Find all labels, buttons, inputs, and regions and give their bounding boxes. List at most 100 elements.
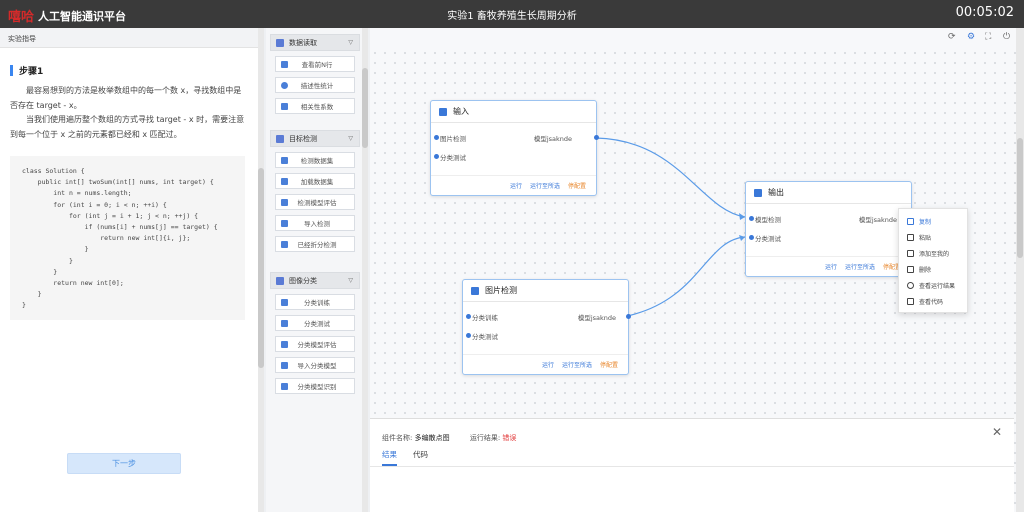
input-port[interactable] [466,333,471,338]
top-bar: 嘻哈 人工智能通识平台 实验1 畜牧养殖生长周期分析 00:05:02 [0,0,1024,28]
canvas-scroll-thumb[interactable] [1017,138,1023,258]
brand-logo: 嘻哈 [8,10,35,25]
output-port[interactable] [594,135,599,140]
node-icon [471,286,479,295]
port-label: 分类测试 [755,235,781,243]
timer: 00:05:02 [955,5,1014,20]
palette-item[interactable]: 检测模型评估 [275,194,355,210]
palette-scrollbar[interactable] [362,28,368,512]
gear-icon[interactable]: ⚙ [967,32,976,42]
group-object-detection: 目标检测▽ 检测数据集 加载数据集 检测模型评估 导入检测 已经折分检测 [270,130,360,252]
recognize-icon [281,382,288,390]
close-icon[interactable]: ✕ [991,425,1002,439]
port-label: 分类训练 [472,314,498,322]
node-icon [754,188,762,197]
step-marker [10,65,13,76]
node-output[interactable]: 输出 模型检测 分类测试 模型jsaknde 运行 运行至所选 停配置 [745,181,912,277]
component-name: 多编散点图 [414,434,450,442]
guide-scrollbar[interactable] [258,28,264,512]
arrow-head [739,213,745,220]
brand: 嘻哈 人工智能通识平台 [8,6,127,26]
pie-chart-icon [281,81,288,89]
refresh-icon[interactable]: ⟳ [948,32,956,42]
palette-item[interactable]: 相关性系数 [275,98,355,114]
menu-item-paste[interactable]: 粘贴 [899,229,967,245]
paragraph-1: 最容易想到的方法是枚举数组中的每一个数 x，寻找数组中是否存在 target -… [10,86,242,110]
palette-item[interactable]: 检测数据集 [275,152,355,168]
palette-item[interactable]: 导入检测 [275,215,355,231]
dataset-icon [281,156,288,164]
output-label: 模型jsaknde [533,135,572,143]
config-button[interactable]: 停配置 [567,183,586,190]
result-panel: 组件名称: 多编散点图 运行结果: 错误 ✕ 结果 代码 [370,418,1014,512]
run-to-selected-button[interactable]: 运行至所选 [529,183,560,190]
output-port[interactable] [626,314,631,319]
group-header-object-detection[interactable]: 目标检测▽ [270,130,360,147]
input-port[interactable] [749,235,754,240]
config-button[interactable]: 停配置 [882,264,901,271]
bar-chart-icon [281,340,288,348]
port-label: 分类测试 [440,154,466,162]
palette-item[interactable]: 描述性统计 [275,77,355,93]
input-port[interactable] [434,154,439,159]
palette-item[interactable]: 加载数据集 [275,173,355,189]
import-icon [281,219,288,227]
code-icon [907,297,914,305]
node-header: 输出 [746,182,911,204]
node-footer: 运行 运行至所选 停配置 [431,175,596,195]
trash-icon [907,265,914,273]
input-port[interactable] [749,216,754,221]
palette-item[interactable]: 分类训练 [275,294,355,310]
palette-scroll-thumb[interactable] [362,68,368,148]
guide-scroll-thumb[interactable] [258,168,264,368]
node-image-detect[interactable]: 图片检测 分类训练 分类测试 模型jsaknde 运行 运行至所选 停配置 [462,279,631,375]
canvas-scrollbar[interactable] [1016,28,1024,512]
group-header-image-classification[interactable]: 图像分类▽ [270,272,360,289]
run-button[interactable]: 运行 [509,183,522,190]
tab-result[interactable]: 结果 [382,449,397,466]
fullscreen-icon[interactable]: ⛶ [985,32,992,42]
palette-item[interactable]: 分类模型评估 [275,336,355,352]
power-icon[interactable]: ⏻ [1003,32,1011,42]
palette-item[interactable]: 查看前N行 [275,56,355,72]
group-data-read: 数据读取▽ 查看前N行 描述性统计 相关性系数 [270,34,360,114]
paste-icon [907,233,914,241]
run-button[interactable]: 运行 [824,264,837,271]
tab-code[interactable]: 代码 [413,450,428,459]
context-menu: 复制 粘贴 添加至我的 删除 查看运行结果 查看代码 [898,208,968,313]
guide-panel-title: 实验指导 [0,28,258,48]
menu-item-copy[interactable]: 复制 [899,213,967,229]
config-button[interactable]: 停配置 [599,362,618,369]
palette-item[interactable]: 导入分类模型 [275,357,355,373]
image-icon [276,276,284,285]
eye-icon [907,281,914,289]
menu-item-add-to-mine[interactable]: 添加至我的 [899,245,967,261]
port-label: 图片检测 [440,135,466,143]
run-to-selected-button[interactable]: 运行至所选 [561,362,592,369]
menu-item-view-code[interactable]: 查看代码 [899,293,967,309]
table-icon [281,60,288,68]
output-label: 模型jsaknde [577,314,616,322]
node-footer: 运行 运行至所选 停配置 [746,256,911,276]
run-to-selected-button[interactable]: 运行至所选 [844,264,875,271]
chevron-down-icon: ▽ [348,39,353,46]
run-button[interactable]: 运行 [541,362,554,369]
palette-item[interactable]: 已经折分检测 [275,236,355,252]
menu-item-delete[interactable]: 删除 [899,261,967,277]
menu-item-view-result[interactable]: 查看运行结果 [899,277,967,293]
node-input[interactable]: 输入 图片检测 分类测试 模型jsaknde 运行 运行至所选 停配置 [430,100,599,196]
platform-title: 人工智能通识平台 [38,9,127,23]
port-label: 分类测试 [472,333,498,341]
input-port[interactable] [466,314,471,319]
next-step-button[interactable]: 下一步 [67,453,181,474]
group-header-data-read[interactable]: 数据读取▽ [270,34,360,51]
input-port[interactable] [434,135,439,140]
palette-item[interactable]: 分类模型识别 [275,378,355,394]
result-tabs: 结果 代码 [382,449,444,466]
palette-item[interactable]: 分类测试 [275,315,355,331]
node-footer: 运行 运行至所选 停配置 [463,354,628,374]
load-icon [281,177,288,185]
component-palette: 数据读取▽ 查看前N行 描述性统计 相关性系数 目标检测▽ 检测数据集 加载数据… [266,28,362,512]
group-image-classification: 图像分类▽ 分类训练 分类测试 分类模型评估 导入分类模型 分类模型识别 [270,272,360,394]
